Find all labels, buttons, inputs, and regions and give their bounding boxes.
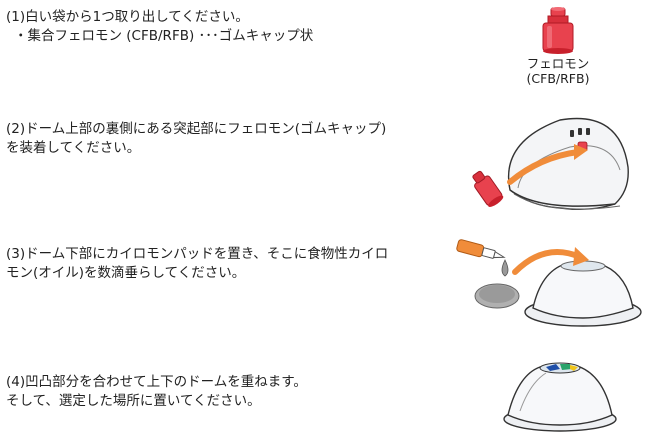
step-2-text: (2)ドーム上部の裏側にある突起部にフェロモン(ゴムキャップ) を装着してくださ… xyxy=(6,120,386,158)
pheromone-cap-illustration xyxy=(535,6,581,56)
caption-line-2: (CFB/RFB) xyxy=(504,71,612,86)
step-2-line-1: (2)ドーム上部の裏側にある突起部にフェロモン(ゴムキャップ) xyxy=(6,120,386,139)
step-1-line-2: ・集合フェロモン (CFB/RFB) ･･･ゴムキャップ状 xyxy=(6,27,313,46)
step-3-line-1: (3)ドーム下部にカイロモンパッドを置き、そこに食物性カイロ xyxy=(6,245,388,264)
step-4-line-2: そして、選定した場所に置いてください。 xyxy=(6,392,307,411)
step-2-line-2: を装着してください。 xyxy=(6,139,386,158)
dome-assembled-illustration xyxy=(500,355,620,435)
step-1-line-1: (1)白い袋から1つ取り出してください。 xyxy=(6,8,313,27)
caption-line-1: フェロモン xyxy=(504,56,612,71)
step-4-line-1: (4)凹凸部分を合わせて上下のドームを重ねます。 xyxy=(6,373,307,392)
pheromone-caption: フェロモン (CFB/RFB) xyxy=(504,56,612,86)
step-3-text: (3)ドーム下部にカイロモンパッドを置き、そこに食物性カイロ モン(オイル)を数… xyxy=(6,245,388,283)
dome-top-attach-illustration xyxy=(470,112,635,217)
step-3-line-2: モン(オイル)を数滴垂らしてください。 xyxy=(6,264,388,283)
step-1-text: (1)白い袋から1つ取り出してください。 ・集合フェロモン (CFB/RFB) … xyxy=(6,8,313,46)
step-4-text: (4)凹凸部分を合わせて上下のドームを重ねます。 そして、選定した場所に置いてく… xyxy=(6,373,307,411)
dome-bottom-oil-illustration xyxy=(455,232,645,332)
